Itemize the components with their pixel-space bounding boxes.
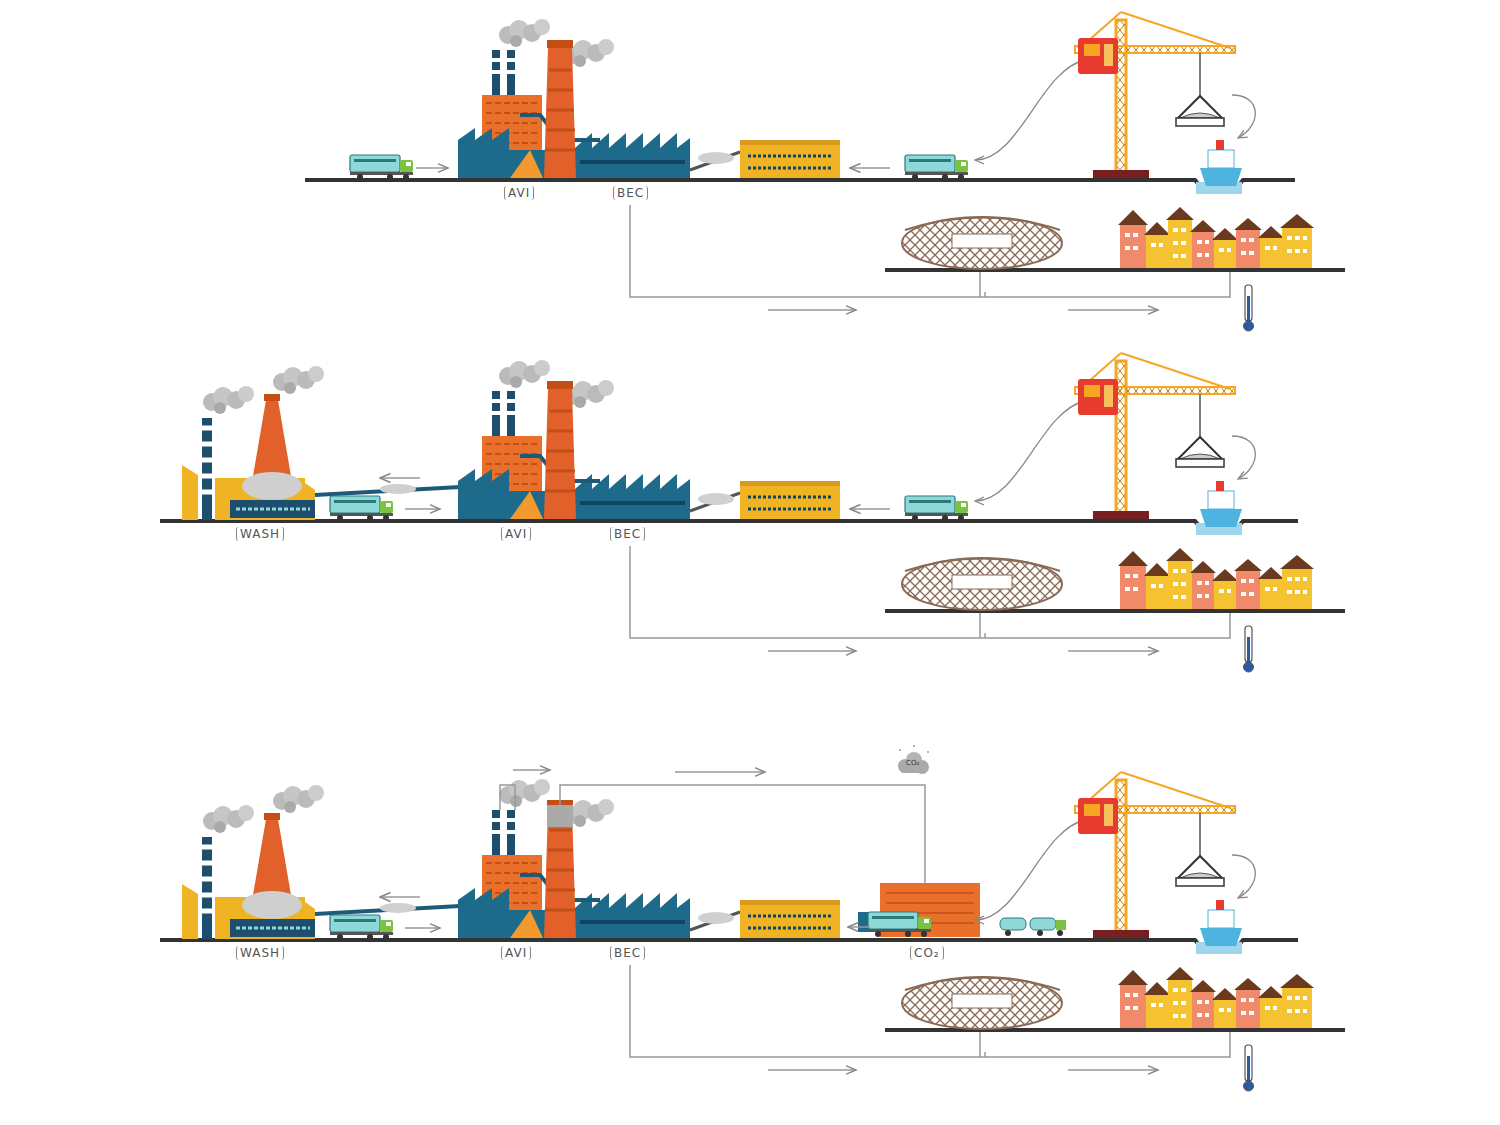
plant-tag: WASH — [236, 946, 284, 960]
plant-tag: CO₂ — [910, 946, 944, 960]
plant-tag: AVI — [501, 527, 531, 541]
plant-tag: AVI — [504, 186, 534, 200]
plant-tag: BEC — [610, 527, 645, 541]
plant-tag: BEC — [610, 946, 645, 960]
plant-tag: AVI — [501, 946, 531, 960]
cloud-label: CO₂ — [906, 759, 919, 767]
plant-tag: BEC — [613, 186, 648, 200]
plant-tag: WASH — [236, 527, 284, 541]
